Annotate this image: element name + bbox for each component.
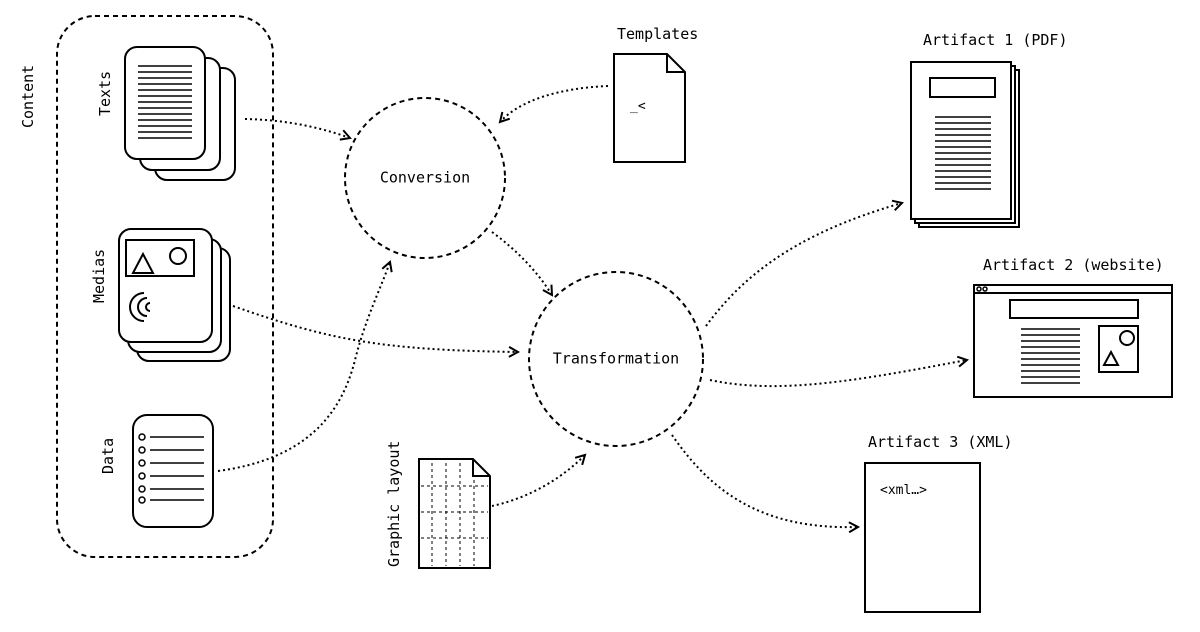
content-group: Content [19,15,274,558]
artifact-website-node: Artifact 2 (website) [973,256,1173,398]
arrow-transformation-to-website [709,360,967,388]
arrow-templates-to-conversion [500,85,609,122]
content-label: Content [19,65,37,128]
conversion-node: Conversion [344,97,506,259]
conversion-circle [344,97,506,259]
xml-snippet: <xml…> [880,483,927,498]
xml-document-icon: <xml…> [864,462,981,613]
medias-node: Medias [90,228,231,362]
arrow-transformation-to-pdf [705,203,902,327]
graphic-layout-label: Graphic layout [385,441,403,567]
arrow-texts-to-conversion [244,118,350,138]
artifact-pdf-label: Artifact 1 (PDF) [923,31,1068,49]
template-glyph: _< [630,99,646,114]
arrow-transformation-to-xml [671,434,858,527]
data-label: Data [99,438,117,474]
stacked-pdf-pages-icon [910,61,1020,228]
transformation-node: Transformation [528,271,704,447]
data-node: Data [99,414,214,528]
templates-label: Templates [617,25,698,43]
flow-arrows [217,85,967,527]
artifact-pdf-node: Artifact 1 (PDF) [910,31,1068,228]
artifact-xml-node: Artifact 3 (XML) <xml…> [864,433,1013,613]
stacked-media-cards-icon [118,228,231,362]
content-boundary [56,15,274,558]
transformation-circle [528,271,704,447]
template-file-icon: _< [613,53,686,163]
graphic-layout-node: Graphic layout [385,441,491,569]
artifact-xml-label: Artifact 3 (XML) [868,433,1013,451]
artifact-website-label: Artifact 2 (website) [983,256,1164,274]
transformation-label: Transformation [553,350,679,368]
texts-node: Texts [96,46,236,181]
conversion-label: Conversion [380,169,470,187]
stacked-text-pages-icon [124,46,236,181]
arrow-layout-to-transformation [491,455,585,507]
templates-node: Templates _< [613,25,698,163]
arrow-conversion-to-transformation [491,231,552,295]
arrow-medias-to-transformation [232,305,518,352]
texts-label: Texts [96,71,114,116]
data-list-icon [132,414,214,528]
arrow-data-to-conversion [217,262,390,472]
browser-window-icon [973,284,1173,398]
medias-label: Medias [90,249,108,303]
grid-layout-file-icon [418,458,491,569]
